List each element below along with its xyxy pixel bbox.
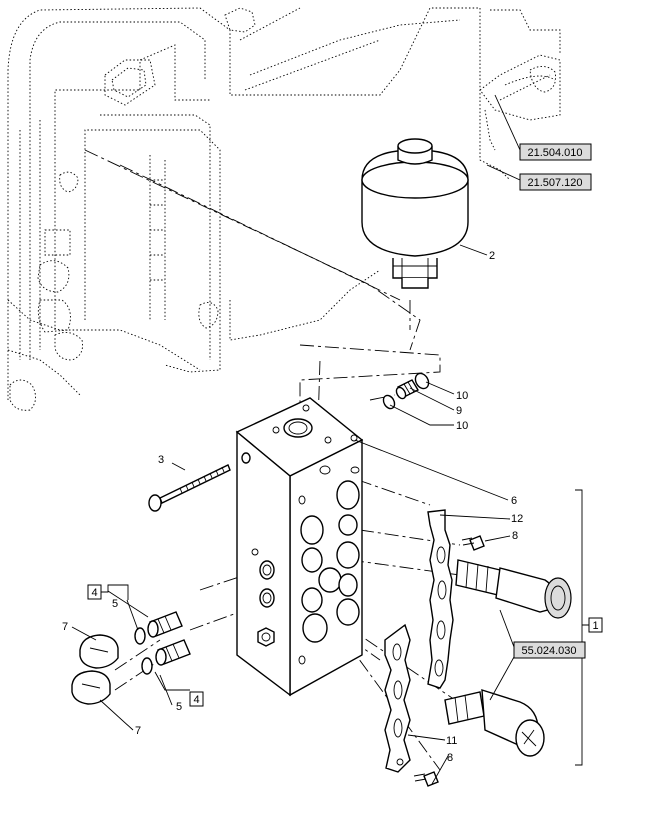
- reference-text-3: 55.024.030: [521, 645, 576, 657]
- callout-7-bottom: 7: [135, 725, 141, 737]
- callout-box-1: 1: [588, 617, 603, 633]
- callout-box-4-top: 4: [87, 584, 102, 600]
- callout-12: 12: [511, 513, 523, 525]
- reference-box-2[interactable]: 21.507.120: [519, 173, 592, 191]
- reference-text-1: 21.504.010: [527, 147, 582, 159]
- callout-7-top: 7: [62, 621, 68, 633]
- check-valve-seals: [382, 372, 430, 410]
- plugs-and-clips: [71, 611, 191, 705]
- callout-5-top: 5: [112, 598, 118, 610]
- callout-1: 1: [592, 620, 598, 632]
- leader-lines: [71, 94, 589, 785]
- gasket: [427, 509, 454, 689]
- callout-box-4-bottom: 4: [189, 691, 204, 707]
- callout-2: 2: [489, 250, 495, 262]
- callout-4-bottom: 4: [193, 694, 199, 706]
- reference-box-3[interactable]: 55.024.030: [513, 641, 586, 659]
- callout-10-top: 10: [456, 390, 468, 402]
- callout-6: 6: [511, 495, 517, 507]
- reference-text-2: 21.507.120: [527, 177, 582, 189]
- reference-box-1[interactable]: 21.504.010: [519, 143, 592, 161]
- bolt: [148, 464, 231, 512]
- screws: [413, 535, 485, 787]
- callout-5-bottom: 5: [176, 701, 182, 713]
- valve-block: [235, 397, 364, 697]
- solenoid-valves: [444, 559, 572, 757]
- callout-4-top: 4: [91, 587, 97, 599]
- callout-10-bottom: 10: [456, 420, 468, 432]
- callout-3: 3: [158, 454, 164, 466]
- callout-8-top: 8: [512, 530, 518, 542]
- callout-11: 11: [446, 735, 457, 747]
- callout-9: 9: [456, 405, 462, 417]
- callout-8-bottom: 8: [447, 752, 453, 764]
- cover-plate: [384, 623, 411, 773]
- housing-outline: [7, 7, 561, 411]
- accumulator: [361, 138, 469, 289]
